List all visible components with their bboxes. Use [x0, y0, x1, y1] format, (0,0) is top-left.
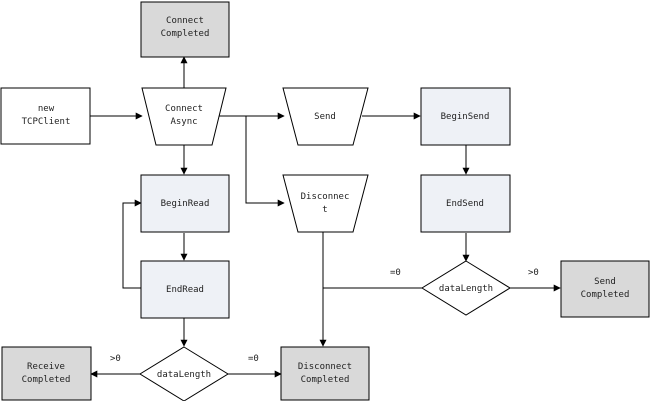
edge-label-bottom-positive: >0 [110, 354, 121, 364]
node-begin-send-line1: BeginSend [441, 112, 490, 122]
node-send: Send [282, 87, 369, 146]
node-new-tcpclient-line2: TCPClient [22, 117, 71, 127]
edge-label-right-positive: >0 [528, 268, 539, 278]
node-disconnect: Disconnec t [282, 174, 369, 233]
node-receive-completed-line1: Receive [27, 362, 65, 372]
edge-label-bottom-zero: =0 [248, 354, 259, 364]
node-end-send: EndSend [420, 174, 511, 233]
node-begin-read-line1: BeginRead [161, 199, 210, 209]
node-datalength-bottom: dataLength [139, 346, 229, 401]
edge-label-right-zero: =0 [390, 268, 401, 278]
node-end-send-line1: EndSend [446, 199, 484, 209]
node-disconnect-line1: Disconnec [301, 192, 350, 202]
node-datalength-right: dataLength [421, 260, 511, 316]
node-receive-completed: Receive Completed [1, 346, 92, 401]
edge-connectasync-to-disconnect [245, 116, 285, 207]
node-connect-async-line2: Async [170, 117, 197, 127]
node-connect-completed-line2: Completed [161, 29, 210, 39]
node-datalength-bottom-line1: dataLength [157, 370, 211, 380]
node-new-tcpclient-line1: new [38, 104, 55, 114]
node-end-read: EndRead [140, 260, 230, 319]
node-connect-completed-line1: Connect [166, 16, 204, 26]
node-connect-completed: Connect Completed [140, 1, 230, 58]
edge-endread-loop-to-beginread [122, 199, 142, 289]
node-send-completed-line2: Completed [581, 290, 630, 300]
node-datalength-right-line1: dataLength [439, 284, 493, 294]
node-connect-async-line1: Connect [165, 104, 203, 114]
node-disconnect-line2: t [322, 205, 327, 215]
edges [90, 56, 561, 378]
node-disconnect-completed-line2: Completed [301, 375, 350, 385]
node-end-read-line1: EndRead [166, 285, 204, 295]
node-new-tcpclient: new TCPClient [0, 87, 91, 145]
node-receive-completed-line2: Completed [22, 375, 71, 385]
node-send-line1: Send [314, 112, 336, 122]
node-disconnect-completed-line1: Disconnect [298, 362, 352, 372]
node-disconnect-completed: Disconnect Completed [280, 346, 370, 401]
node-send-completed-line1: Send [594, 277, 616, 287]
node-begin-send: BeginSend [420, 87, 511, 146]
node-connect-async: Connect Async [141, 87, 227, 146]
node-send-completed: Send Completed [560, 260, 650, 318]
node-begin-read: BeginRead [140, 174, 230, 233]
